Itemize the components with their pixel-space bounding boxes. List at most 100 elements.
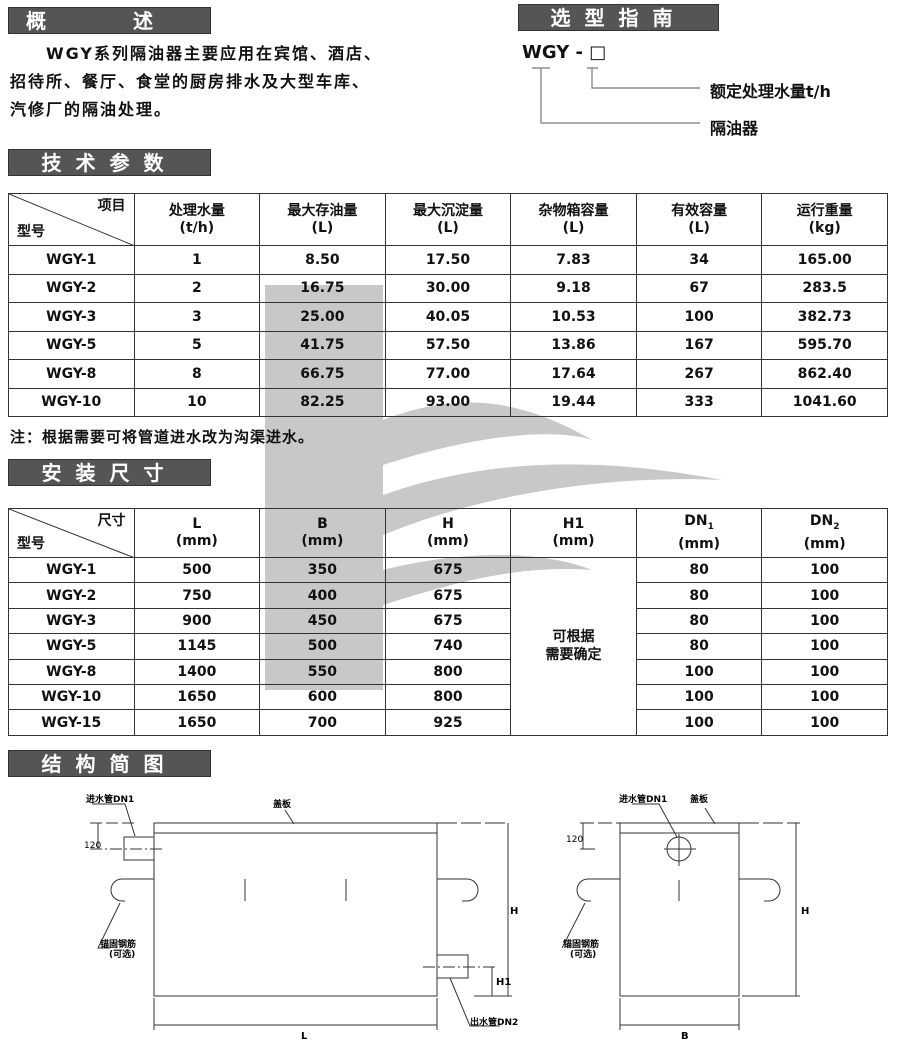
value-cell: 900: [133, 607, 261, 635]
value-cell: 25.00: [259, 302, 386, 332]
corner-header: 项目 型号: [8, 193, 135, 246]
model-cell: WGY-5: [8, 633, 135, 660]
value-cell: 675: [384, 556, 512, 584]
dim-H-label: H: [510, 906, 518, 917]
value-cell: 382.73: [761, 302, 888, 332]
model-cell: WGY-2: [8, 582, 135, 609]
section-install-header: 安装尺寸: [8, 459, 211, 486]
value-cell: 3: [133, 302, 261, 332]
value-cell: 16.75: [259, 273, 386, 303]
value-cell: 800: [384, 683, 512, 711]
value-cell: 17.64: [510, 359, 637, 389]
outlet-pipe-label: 出水管DN2: [470, 1016, 518, 1028]
value-cell: 8.50: [259, 245, 386, 275]
value-cell: 8: [133, 359, 261, 389]
value-cell: 80: [635, 582, 763, 609]
value-cell: 800: [384, 658, 512, 685]
corner-top-label: 项目: [97, 198, 126, 214]
anchor-optional-label: (可选): [109, 948, 135, 960]
value-cell: 267: [635, 359, 763, 389]
value-cell: 82.25: [259, 387, 386, 417]
value-cell: 67: [635, 273, 763, 303]
value-cell: 100: [761, 683, 888, 711]
guide-label-type: 隔油器: [710, 119, 759, 138]
model-cell: WGY-10: [8, 387, 135, 417]
value-cell: 100: [761, 709, 888, 736]
table-header-row: 尺寸 型号 L(mm) B(mm) H(mm) H1(mm) DN1(mm) D…: [8, 508, 888, 558]
value-cell: 9.18: [510, 273, 637, 303]
value-cell: 100: [635, 658, 763, 685]
cover-label: 盖板: [273, 798, 292, 810]
install-dimensions-table: 尺寸 型号 L(mm) B(mm) H(mm) H1(mm) DN1(mm) D…: [8, 508, 888, 736]
guide-label-flow: 额定处理水量t/h: [710, 82, 831, 101]
corner-bottom-label: 型号: [17, 536, 45, 552]
value-cell: 57.50: [384, 330, 512, 360]
section-selection-header: 选型指南: [518, 4, 719, 31]
corner-top-label: 尺寸: [97, 513, 126, 529]
side-anchor-label: 锚固钢筋: [563, 938, 599, 950]
column-header: DN2(mm): [761, 508, 888, 558]
anchor-label: 锚固钢筋: [100, 938, 136, 950]
column-header: 处理水量(t/h): [133, 193, 261, 246]
corner-bottom-label: 型号: [17, 224, 45, 240]
value-cell: 100: [761, 582, 888, 609]
value-cell: 100: [761, 658, 888, 685]
model-cell: WGY-10: [8, 683, 135, 711]
value-cell: 100: [761, 633, 888, 660]
table-header-row: 项目 型号 处理水量(t/h) 最大存油量(L) 最大沉淀量(L) 杂物箱容量(…: [8, 193, 888, 246]
model-cell: WGY-1: [8, 556, 135, 584]
model-cell: WGY-3: [8, 302, 135, 332]
value-cell: 500: [259, 633, 386, 660]
model-cell: WGY-8: [8, 359, 135, 389]
value-cell: 750: [133, 582, 261, 609]
value-cell: 17.50: [384, 245, 512, 275]
value-cell: 333: [635, 387, 763, 417]
value-cell: 1: [133, 245, 261, 275]
value-cell: 1400: [133, 658, 261, 685]
value-cell: 80: [635, 607, 763, 635]
section-tech-header: 技术参数: [8, 149, 211, 176]
value-cell: 1650: [133, 683, 261, 711]
value-cell: 100: [635, 302, 763, 332]
side-view: [561, 803, 800, 1030]
column-header: L(mm): [133, 508, 261, 558]
value-cell: 100: [761, 607, 888, 635]
value-cell: 93.00: [384, 387, 512, 417]
model-code: WGY - □: [522, 42, 607, 63]
value-cell: 41.75: [259, 330, 386, 360]
side-inlet-pipe-label: 进水管DN1: [619, 793, 667, 805]
value-cell: 77.00: [384, 359, 512, 389]
dim-120-label: 120: [84, 841, 101, 851]
value-cell: 283.5: [761, 273, 888, 303]
model-cell: WGY-8: [8, 658, 135, 685]
column-header: B(mm): [259, 508, 386, 558]
column-header: 杂物箱容量(L): [510, 193, 637, 246]
value-cell: 10.53: [510, 302, 637, 332]
tech-note: 注：根据需要可将管道进水改为沟渠进水。: [10, 428, 315, 446]
overview-text: WGY系列隔油器主要应用在宾馆、酒店、 招待所、餐厅、食堂的厨房排水及大型车库、…: [10, 40, 410, 124]
value-cell: 2: [133, 273, 261, 303]
overview-line: WGY系列隔油器主要应用在宾馆、酒店、: [10, 44, 383, 63]
value-cell: 350: [259, 556, 386, 584]
model-cell: WGY-3: [8, 607, 135, 635]
structure-diagram: 进水管DN1 盖板 120 锚固钢筋 (可选) H H1 出水管DN2 L 进水…: [84, 793, 809, 1042]
value-cell: 1041.60: [761, 387, 888, 417]
value-cell: 550: [259, 658, 386, 685]
side-dim-H-label: H: [801, 906, 809, 917]
value-cell: 100: [635, 683, 763, 711]
section-structure-header: 结构简图: [8, 750, 211, 777]
value-cell: 500: [133, 556, 261, 584]
value-cell: 595.70: [761, 330, 888, 360]
value-cell: 167: [635, 330, 763, 360]
model-cell: WGY-15: [8, 709, 135, 736]
tech-params-table: 项目 型号 处理水量(t/h) 最大存油量(L) 最大沉淀量(L) 杂物箱容量(…: [8, 193, 888, 417]
h1-note-line: 需要确定: [545, 647, 602, 664]
